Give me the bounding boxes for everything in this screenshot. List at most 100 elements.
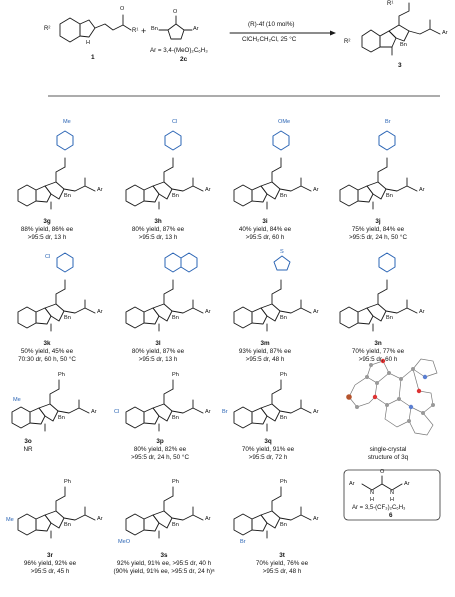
reactant1-id: 1 [91, 54, 95, 61]
catalyst-label: (R)-4f (10 mol%) [248, 21, 295, 28]
structure-3i [233, 130, 312, 210]
bn-3j: Bn [386, 193, 393, 199]
product-r1-label: R¹ [387, 1, 394, 7]
oxazolone-o: O [173, 9, 178, 15]
ph-3t: Ph [280, 479, 287, 485]
ar-3s: Ar [205, 516, 211, 522]
ar-3h: Ar [205, 187, 211, 193]
bn-3o: Bn [58, 415, 65, 421]
ar-definition: Ar = 3,4-(MeO)₂C₆H₃ [150, 47, 208, 54]
urea-n-left: N [370, 490, 375, 496]
ar-3g: Ar [97, 187, 103, 193]
bn-3p: Bn [172, 415, 179, 421]
urea-ar-left: Ar [349, 481, 355, 487]
urea-id: 6 [389, 512, 393, 519]
urea-o: O [380, 469, 385, 475]
ar-3l: Ar [205, 309, 211, 315]
structure-3j [339, 130, 418, 210]
substituent-3r: Me [6, 517, 14, 523]
structure-3h [125, 130, 204, 210]
ph-3o: Ph [58, 372, 65, 378]
substituent-3p: Cl [114, 409, 120, 415]
scheme-nh-label: H [86, 40, 90, 46]
substituent-3o: Me [13, 397, 21, 403]
bn-3t: Bn [280, 522, 287, 528]
crystal-structure [346, 358, 438, 436]
ar-3i: Ar [313, 187, 319, 193]
structure-3g [17, 130, 96, 210]
bn-3h: Bn [172, 193, 179, 199]
ar-3t: Ar [313, 516, 319, 522]
ph-3q: Ph [280, 372, 287, 378]
substituent-3q: Br [222, 409, 228, 415]
ar-3r: Ar [97, 516, 103, 522]
product-id: 3 [398, 62, 402, 69]
bn-3k: Bn [64, 315, 71, 321]
substituent-3s: MeO [118, 539, 131, 545]
urea-ar-definition: Ar = 3,5-(CF₃)₂C₆H₃ [352, 505, 406, 511]
product-r2-label: R² [344, 39, 351, 45]
scheme-r2-label: R² [44, 26, 51, 32]
structure-3t [233, 486, 312, 539]
structure-3p [125, 379, 204, 432]
scheme-o-label: O [120, 6, 125, 12]
plus-sign: + [141, 26, 147, 36]
ar-3m: Ar [313, 309, 319, 315]
bn-3n: Bn [386, 315, 393, 321]
ar-3q: Ar [313, 409, 319, 415]
conditions-label: ClCH₂CH₂Cl, 25 °C [242, 36, 297, 43]
ar-3o: Ar [91, 409, 97, 415]
scheme-drawing [48, 2, 441, 97]
bn-3i: Bn [280, 193, 287, 199]
ph-3s: Ph [172, 479, 179, 485]
structure-3k [17, 252, 96, 332]
oxazolone-ar: Ar [193, 26, 199, 32]
ar-3j: Ar [419, 187, 425, 193]
bn-3l: Bn [172, 315, 179, 321]
bn-3m: Bn [280, 315, 287, 321]
structure-3l [125, 252, 204, 332]
urea-h-right: H [390, 497, 395, 503]
substituent-3t: Br [240, 539, 246, 545]
urea-n-right: N [390, 490, 395, 496]
bn-3g: Bn [64, 193, 71, 199]
urea-h-left: H [370, 497, 375, 503]
bn-3q: Bn [280, 415, 287, 421]
ar-3p: Ar [205, 409, 211, 415]
bn-3s: Bn [172, 522, 179, 528]
substituent-3h: Cl [172, 119, 178, 125]
substituent-3g: Me [63, 119, 71, 125]
substituent-3k: Cl [45, 254, 51, 260]
product-bn-label: Bn [400, 42, 407, 48]
substituent-3m: S [280, 249, 284, 255]
structure-3q [233, 379, 312, 432]
ar-3k: Ar [97, 309, 103, 315]
bn-3r: Bn [64, 522, 71, 528]
urea-ar-right: Ar [404, 481, 410, 487]
structure-3o [11, 379, 90, 432]
structure-3m [233, 255, 312, 332]
structure-3n [339, 252, 418, 332]
substituent-3i: OMe [278, 119, 291, 125]
ph-3r: Ph [64, 479, 71, 485]
urea-box [343, 469, 441, 521]
structure-3r [17, 486, 96, 539]
reactant2-id: 2c [180, 56, 188, 63]
structure-3s [125, 486, 204, 539]
product-ar-label: Ar [442, 30, 448, 36]
ar-3n: Ar [419, 309, 425, 315]
